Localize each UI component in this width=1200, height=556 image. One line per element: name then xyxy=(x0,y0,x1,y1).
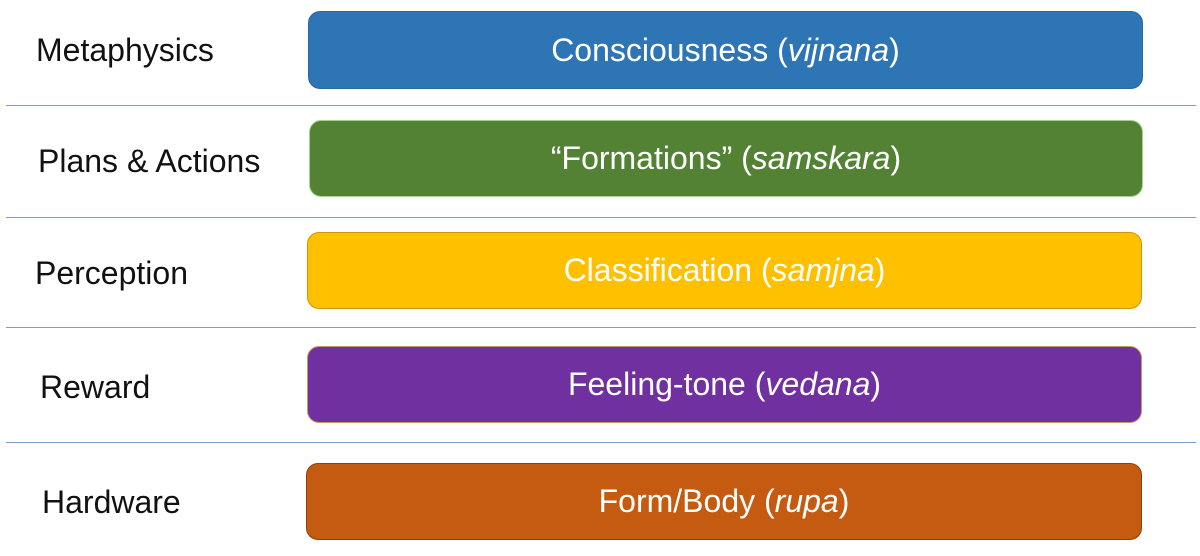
layer-box-text: Form/Body ( xyxy=(598,483,775,519)
divider xyxy=(6,217,1196,218)
layer-box-classification: Classification (samjna) xyxy=(307,232,1142,309)
divider xyxy=(6,105,1196,106)
divider xyxy=(6,327,1196,328)
layer-box-close: ) xyxy=(890,140,902,176)
layer-box-text: Classification ( xyxy=(563,252,772,288)
layer-box-close: ) xyxy=(889,31,900,68)
layer-box-text: “Formations” ( xyxy=(550,140,752,176)
layer-box-feeling-tone: Feeling-tone (vedana) xyxy=(307,346,1142,423)
layer-box-term: rupa xyxy=(774,483,839,519)
layer-label-metaphysics: Metaphysics xyxy=(36,32,214,68)
layer-box-term: samskara xyxy=(751,140,891,176)
layer-label-plans-actions: Plans & Actions xyxy=(38,143,261,179)
layer-box-close: ) xyxy=(874,252,886,288)
layer-box-form-body: Form/Body (rupa) xyxy=(306,463,1142,540)
layer-box-term: vijnana xyxy=(787,31,890,68)
layer-box-term: samjna xyxy=(771,252,875,288)
layer-box-text: Consciousness ( xyxy=(551,31,788,68)
layer-box-close: ) xyxy=(870,366,882,402)
layer-label-hardware: Hardware xyxy=(42,484,181,520)
layer-box-text: Feeling-tone ( xyxy=(567,366,766,402)
divider xyxy=(6,442,1196,443)
layer-box-close: ) xyxy=(838,483,850,519)
layer-box-consciousness: Consciousness (vijnana) xyxy=(308,11,1143,89)
layer-box-term: vedana xyxy=(765,366,871,402)
layer-label-perception: Perception xyxy=(35,255,188,291)
layer-box-formations: “Formations” (samskara) xyxy=(309,120,1143,197)
layer-label-reward: Reward xyxy=(40,369,151,405)
